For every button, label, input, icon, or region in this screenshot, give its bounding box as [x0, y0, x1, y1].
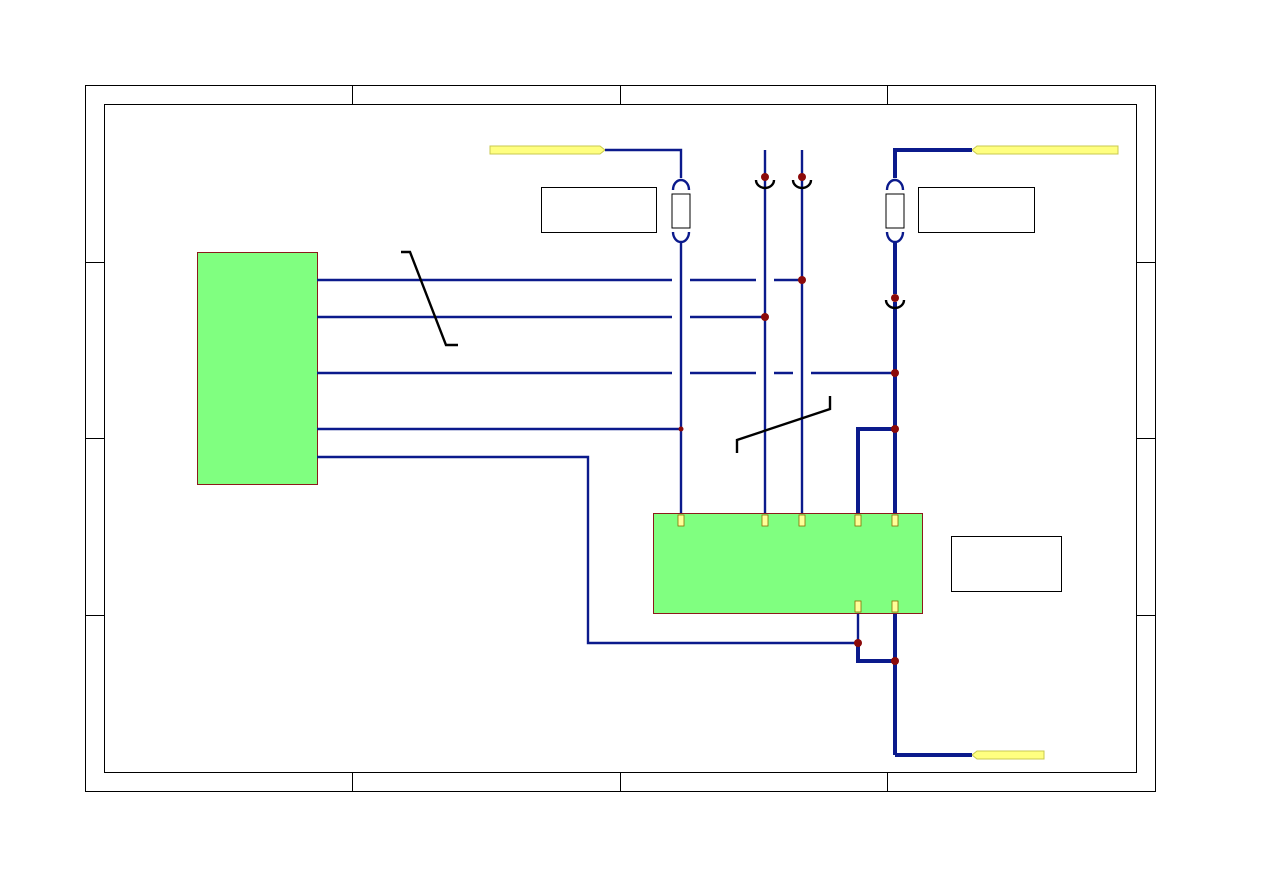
splice-dot-icon — [678, 426, 684, 432]
splice-dot-icon — [761, 313, 769, 321]
connector-flag-icon[interactable] — [971, 750, 1045, 760]
module-pin[interactable] — [891, 514, 899, 527]
splice-dot-icon — [761, 173, 769, 181]
module-pin[interactable] — [854, 600, 862, 613]
wires — [317, 148, 972, 757]
module-pin[interactable] — [761, 514, 769, 527]
module-pins — [677, 514, 899, 613]
splice-dot-icon — [891, 294, 899, 302]
ground-connector-icon — [791, 179, 813, 190]
fuse-icon — [885, 178, 905, 191]
wire-bundle-mark-icon — [735, 396, 832, 453]
splice-dot-icon — [891, 657, 899, 665]
drawing-frame — [85, 85, 1156, 792]
ground-connector-icon — [754, 179, 776, 190]
splice-dot-icon — [891, 425, 899, 433]
fuse-right-label-box — [918, 187, 1035, 233]
fuse-icon — [885, 193, 905, 229]
connector-flag-icon[interactable] — [489, 145, 606, 155]
fuse-icon — [671, 178, 691, 191]
fuse-icon — [671, 193, 691, 229]
connector-flag-icon[interactable] — [971, 145, 1119, 155]
left-module[interactable] — [197, 252, 318, 485]
splice-dot-icon — [798, 173, 806, 181]
splice-dots — [678, 173, 899, 665]
splice-dot-icon — [854, 639, 862, 647]
module-label-box — [951, 536, 1062, 592]
splice-dot-icon — [891, 369, 899, 377]
module-pin[interactable] — [677, 514, 685, 527]
module-pin[interactable] — [854, 514, 862, 527]
right-module[interactable] — [653, 513, 923, 614]
ground-connector-icon — [884, 299, 906, 310]
wire-bundle-mark-icon — [401, 250, 458, 347]
splice-dot-icon — [798, 276, 806, 284]
module-pin[interactable] — [891, 600, 899, 613]
fuse-left-label-box — [541, 187, 657, 233]
module-pin[interactable] — [798, 514, 806, 527]
